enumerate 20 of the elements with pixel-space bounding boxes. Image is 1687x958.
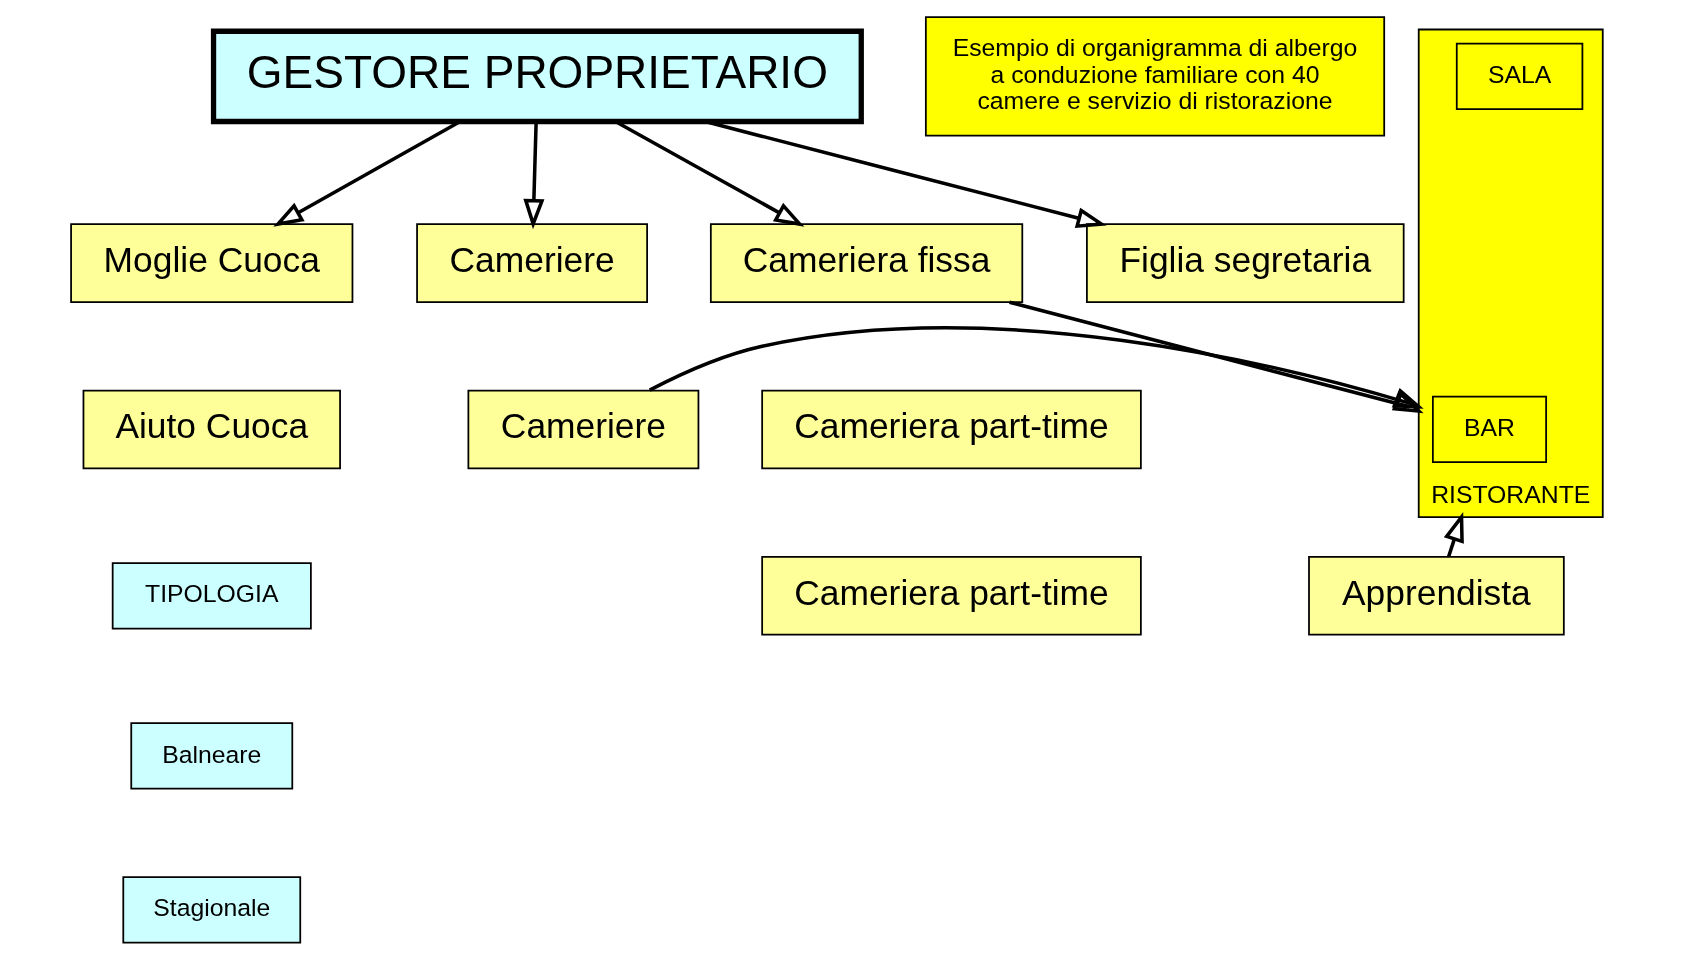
node-box: Esempio di organigramma di albergo a conduzione familiare con 40 camere e servizio di ristorazione: [924, 16, 1385, 137]
node-box: Cameriere: [415, 223, 648, 303]
node-box: Stagionale: [121, 876, 301, 944]
node-box: Cameriera fissa: [709, 223, 1023, 303]
node-box: Cameriera part-time: [760, 556, 1142, 636]
node-box: BAR: [1431, 395, 1547, 464]
node-box: Figlia segretaria: [1085, 223, 1405, 303]
node-box: Cameriere: [467, 389, 699, 470]
node-box: Balneare: [129, 722, 293, 790]
node-box: Aiuto Cuoca: [82, 389, 341, 470]
node-box: GESTORE PROPRIETARIO: [210, 28, 864, 125]
arrow: [648, 326, 1424, 409]
node-box: TIPOLOGIA: [111, 562, 312, 630]
arrow: [1008, 300, 1424, 414]
node-box: Apprendista: [1307, 556, 1565, 636]
arrow: [1443, 511, 1464, 557]
node-box: Cameriera part-time: [760, 389, 1142, 470]
arrow: [522, 121, 544, 230]
node-box: Moglie Cuoca: [69, 223, 353, 303]
node-box: SALA: [1455, 42, 1583, 110]
